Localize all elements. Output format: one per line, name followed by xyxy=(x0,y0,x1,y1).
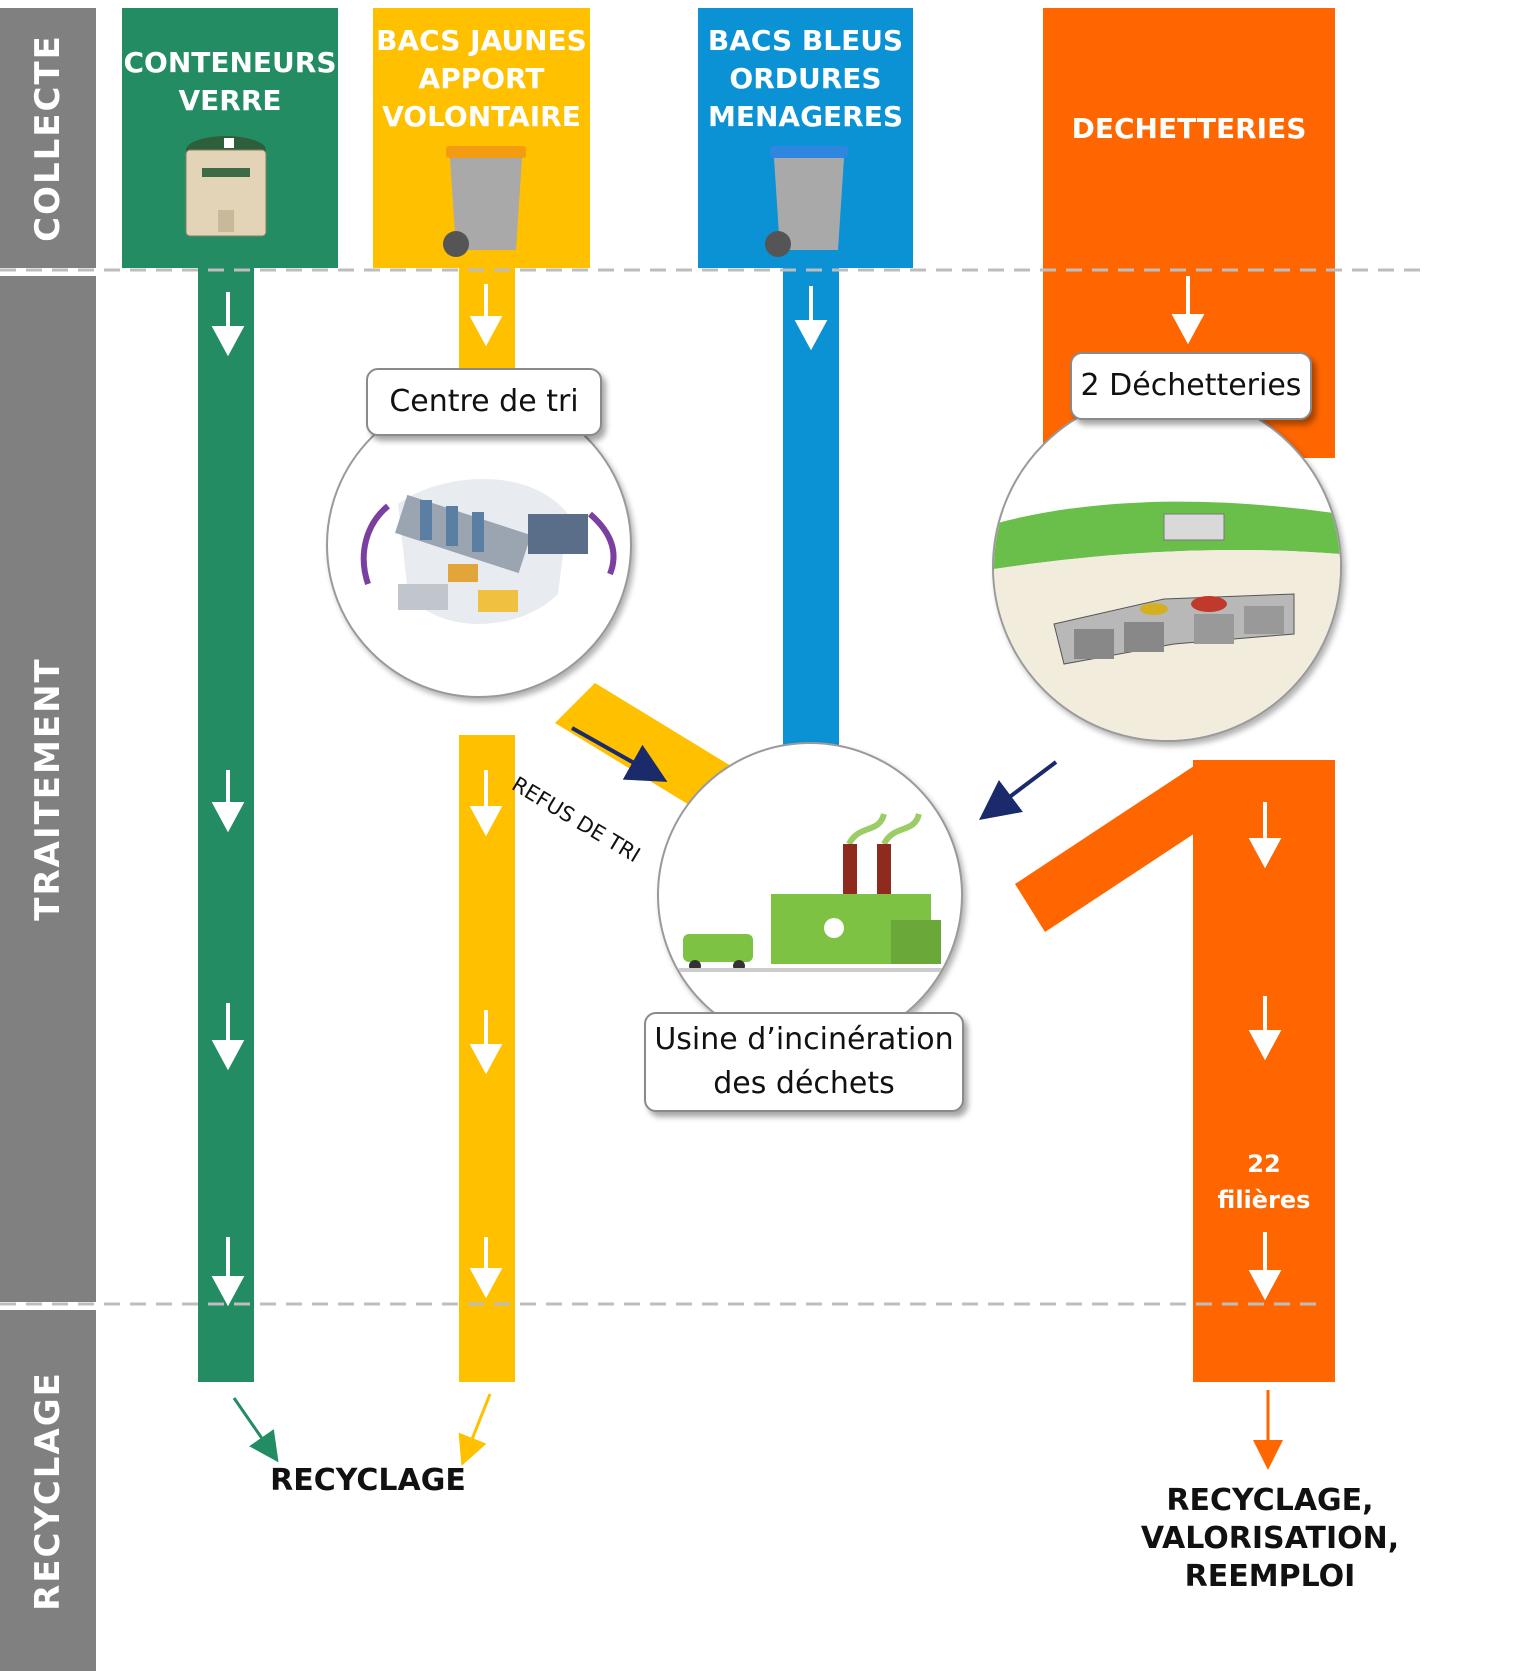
dechetteries-circle xyxy=(992,392,1342,742)
down-arrows xyxy=(211,276,1282,1307)
band-traitement: TRAITEMENT xyxy=(0,276,96,1302)
glass-container-icon xyxy=(185,136,267,237)
title-dechetteries: DECHETTERIES xyxy=(1071,112,1307,145)
blue-flow-bar xyxy=(783,268,839,798)
yellow-bin-icon xyxy=(443,146,526,257)
recyclage-output-label: RECYCLAGE xyxy=(270,1463,466,1498)
recycling-center-illustration xyxy=(994,501,1340,740)
title-conteneurs-verre: CONTENEURS VERRE xyxy=(123,46,337,117)
filieres-label: 22 filières xyxy=(1217,1150,1311,1214)
incineration-plant-illustration xyxy=(679,812,949,972)
yellow-output-arrow xyxy=(458,1393,492,1466)
encombrants-arrow xyxy=(979,760,1058,821)
usine-incineration-box: Usine d’incinération des déchets xyxy=(644,1012,964,1112)
title-bacs-bleus: BACS BLEUS ORDURES MENAGERES xyxy=(707,24,904,133)
green-output-arrow xyxy=(232,1397,279,1463)
sorting-center-illustration xyxy=(360,479,617,624)
blue-bin-icon xyxy=(765,146,848,257)
band-recyclage: RECYCLAGE xyxy=(0,1310,96,1671)
usine-incineration-circle xyxy=(657,742,963,1048)
centre-de-tri-circle xyxy=(326,392,632,698)
dechetteries-box: 2 Déchetteries xyxy=(1070,352,1312,420)
title-bacs-jaunes: BACS JAUNES APPORT VOLONTAIRE xyxy=(376,24,587,133)
centre-de-tri-box: Centre de tri xyxy=(366,368,602,436)
band-collecte: COLLECTE xyxy=(0,8,96,268)
dechetteries-output-label: RECYCLAGE, VALORISATION, REEMPLOI xyxy=(1140,1483,1400,1594)
header-dechetteries xyxy=(1043,8,1335,268)
refus-arrow xyxy=(571,726,668,782)
encombrants-band xyxy=(1015,762,1230,932)
